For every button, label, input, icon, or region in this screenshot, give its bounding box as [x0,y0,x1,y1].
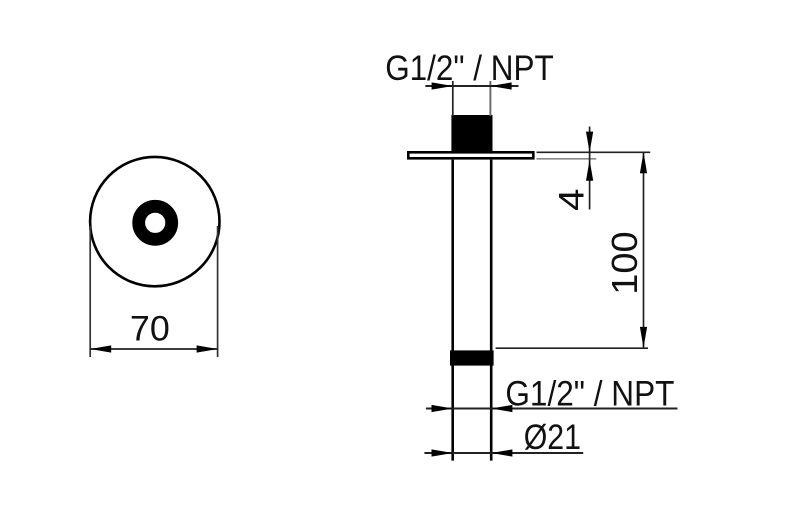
svg-text:G1/2" / NPT: G1/2" / NPT [385,49,554,88]
svg-text:100: 100 [604,231,645,294]
svg-text:G1/2" / NPT: G1/2" / NPT [505,374,674,413]
svg-text:4: 4 [553,189,592,211]
svg-text:70: 70 [130,310,170,349]
svg-text:Ø21: Ø21 [524,418,581,457]
